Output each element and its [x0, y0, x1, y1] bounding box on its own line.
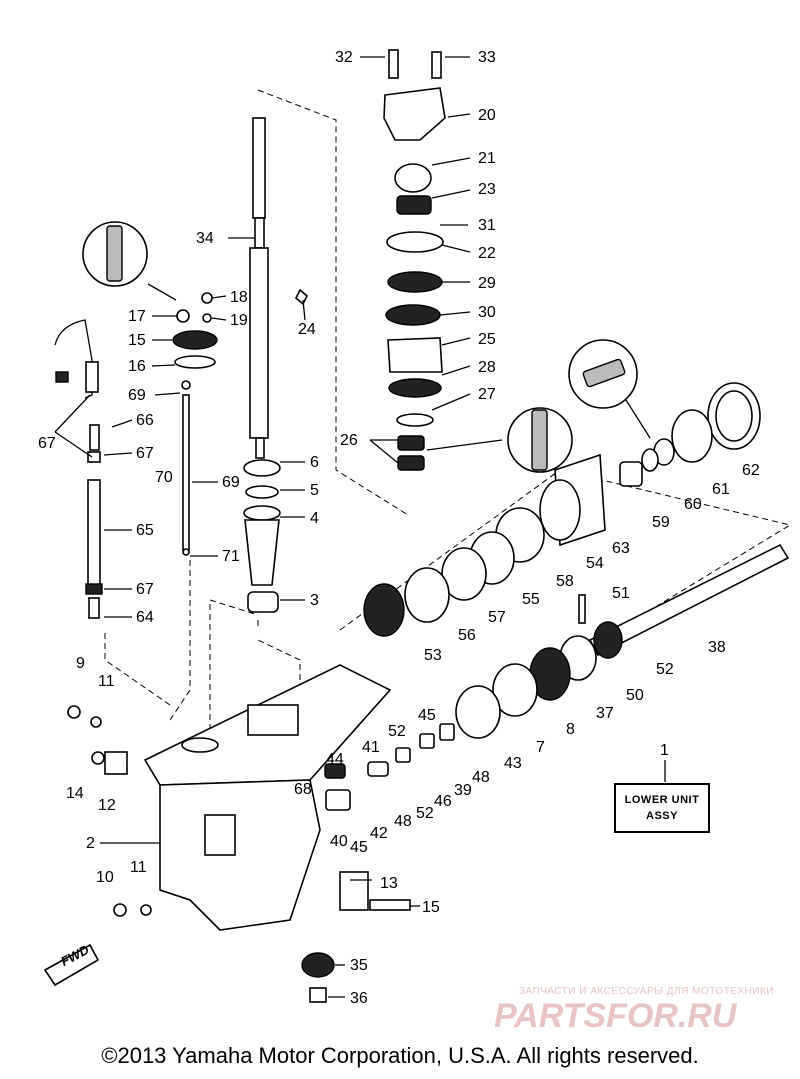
callout-62: 62	[742, 462, 760, 479]
callout-33: 32	[335, 49, 353, 66]
callout-52-bottom: 52	[416, 805, 434, 822]
callout-39: 38	[708, 639, 726, 656]
callout-65: 65	[136, 522, 154, 539]
callout-45-top: 44	[326, 751, 344, 768]
propeller-shaft-group	[324, 382, 790, 811]
callout-29: 28	[478, 359, 496, 376]
callout-55: 55	[522, 591, 540, 608]
callout-7: 7	[536, 739, 545, 756]
shift-rod-group	[54, 292, 218, 619]
callout-14: 15	[422, 899, 440, 916]
callout-63: 63	[612, 540, 630, 557]
leader-lines	[54, 56, 666, 998]
callout-34: 33	[478, 49, 496, 66]
callout-72: 71	[222, 548, 240, 565]
callout-24: 23	[478, 181, 496, 198]
callout-1: 1	[660, 742, 669, 759]
callout-16: 15	[128, 332, 146, 349]
callout-68: 68	[294, 781, 312, 798]
callout-44: 43	[504, 755, 522, 772]
callout-8: 8	[566, 721, 575, 738]
callout-40: 39	[454, 782, 472, 799]
callout-13: 12	[98, 797, 116, 814]
callout-23: 22	[478, 245, 496, 262]
lower-casing	[43, 664, 411, 1003]
callout-11-bottom: 11	[130, 859, 147, 876]
callout-22: 21	[478, 150, 496, 167]
callout-30: 29	[478, 275, 496, 292]
callout-4: 4	[310, 510, 319, 527]
callout-35: 34	[196, 230, 214, 247]
callout-53: 53	[424, 647, 442, 664]
water-pump-stack	[383, 49, 446, 471]
callout-71: 70	[155, 469, 173, 486]
callout-12: 13	[380, 875, 398, 892]
assembly-label-line2: ASSY	[646, 810, 678, 822]
callout-58: 58	[556, 573, 574, 590]
callout-42: 41	[362, 739, 380, 756]
callout-31: 30	[478, 304, 496, 321]
callout-46: 46	[434, 793, 452, 810]
callout-48-left: 48	[394, 813, 412, 830]
callout-50: 51	[612, 585, 630, 602]
callout-3: 3	[310, 592, 319, 609]
callout-69: 69	[222, 474, 240, 491]
callout-47: 45	[418, 707, 436, 724]
callout-11-top: 11	[98, 673, 115, 690]
assembly-label-box: LOWER UNIT ASSY	[614, 783, 710, 833]
callout-67-mid: 67	[136, 445, 154, 462]
callout-67-bottom: 67	[136, 581, 154, 598]
callout-43: 42	[370, 825, 388, 842]
assembly-label-line1: LOWER UNIT	[624, 794, 700, 806]
callout-6: 6	[310, 454, 319, 471]
callout-59: 59	[652, 514, 670, 531]
watermark-tagline: ЗАПЧАСТИ И АКСЕССУАРЫ ДЛЯ МОТОТЕХНИКИ	[518, 986, 774, 997]
callout-10: 10	[96, 869, 114, 886]
callout-61: 61	[712, 481, 730, 498]
callout-38: 37	[596, 705, 614, 722]
callout-17: 16	[128, 358, 146, 375]
callout-49: 50	[626, 687, 644, 704]
callout-19: 18	[230, 289, 248, 306]
callout-67-top: 67	[38, 435, 56, 452]
callout-26: 25	[478, 331, 496, 348]
callout-37: 36	[350, 990, 368, 1007]
callout-70: 69	[128, 387, 146, 404]
callout-9: 9	[76, 655, 85, 672]
callout-15: 14	[66, 785, 84, 802]
callout-56: 56	[458, 627, 476, 644]
callout-48-right: 48	[472, 769, 490, 786]
callout-60: 60	[684, 496, 702, 513]
callout-28: 27	[478, 386, 496, 403]
callout-45-bottom: 45	[350, 839, 368, 856]
detail-bubbles	[82, 221, 651, 473]
copyright-notice: ©2013 Yamaha Motor Corporation, U.S.A. A…	[101, 1043, 699, 1068]
callout-21: 20	[478, 107, 496, 124]
callout-54: 54	[586, 555, 604, 572]
callout-36: 35	[350, 957, 368, 974]
watermark-logo-text: PARTSFOR.RU	[494, 997, 738, 1033]
callout-25: 24	[298, 321, 316, 338]
callout-5: 5	[310, 482, 319, 499]
callout-51: 52	[656, 661, 674, 678]
callout-64: 64	[136, 609, 154, 626]
callout-66: 66	[136, 412, 154, 429]
callout-57: 57	[488, 609, 506, 626]
drive-shaft-group	[243, 117, 308, 613]
callout-2: 2	[86, 835, 95, 852]
callout-numbers: 32 33 20 21 23 31 22 29 30 25 28 27 26 3…	[38, 49, 760, 1007]
callout-32: 31	[478, 217, 496, 234]
callout-27: 26	[340, 432, 358, 449]
callout-41: 40	[330, 833, 348, 850]
watermark-logo: PARTSFOR.RU	[494, 997, 738, 1033]
callout-52-top: 52	[388, 723, 406, 740]
callout-20: 19	[230, 312, 248, 329]
callout-18: 17	[128, 308, 146, 325]
